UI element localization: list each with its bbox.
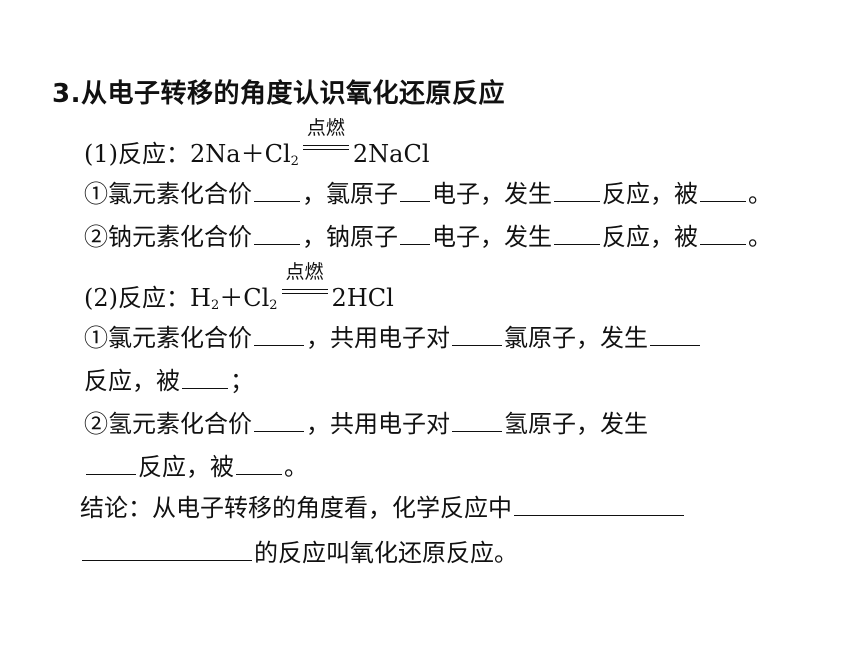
- question-2-2: ②氢元素化合价 ，共用电子对 氢原子，发生: [84, 408, 648, 440]
- answer-blank[interactable]: [700, 179, 746, 202]
- q21-text-c: 氯原子，发生: [504, 324, 648, 352]
- answer-blank[interactable]: [182, 366, 228, 389]
- question-1-2: ②钠元素化合价 ，钠原子 电子，发生 反应，被 。: [84, 221, 772, 253]
- answer-blank[interactable]: [554, 222, 600, 245]
- reaction-2-arrow: 点燃: [280, 261, 330, 306]
- question-2-2-cont: 反应，被 。: [84, 451, 308, 483]
- reaction-1-arrow: 点燃: [301, 117, 351, 162]
- reaction-1-product: 2NaCl: [352, 140, 430, 168]
- reaction-2-h-subscript: 2: [210, 298, 220, 313]
- reaction-1: (1)反应：2Na＋Cl2 点燃 2NaCl: [84, 117, 430, 178]
- q12-text-d: 反应，被: [602, 223, 698, 251]
- reaction-2-plus-cl: ＋Cl: [219, 284, 270, 312]
- answer-blank[interactable]: [82, 538, 252, 561]
- answer-blank[interactable]: [254, 409, 304, 432]
- answer-blank[interactable]: [700, 222, 746, 245]
- answer-blank[interactable]: [554, 179, 600, 202]
- q21-text-b: ，共用电子对: [306, 324, 450, 352]
- reaction-1-reactants: 2Na＋Cl: [190, 140, 291, 168]
- section-title: 3.从电子转移的角度认识氧化还原反应: [52, 79, 505, 109]
- conclusion-text-b: 的反应叫氧化还原反应。: [254, 539, 518, 567]
- answer-blank[interactable]: [254, 323, 304, 346]
- q11-text-e: 。: [748, 180, 772, 208]
- answer-blank[interactable]: [400, 179, 430, 202]
- question-1-1: ①氯元素化合价 ，氯原子 电子，发生 反应，被 。: [84, 178, 772, 210]
- reaction-1-label: (1)反应：: [84, 140, 190, 168]
- q21b-text-a: 反应，被: [84, 367, 180, 395]
- q12-text-e: 。: [748, 223, 772, 251]
- answer-blank[interactable]: [86, 452, 136, 475]
- reaction-1-condition: 点燃: [306, 117, 345, 139]
- reaction-2-product: 2HCl: [331, 284, 394, 312]
- q22-text-a: ②氢元素化合价: [84, 410, 252, 438]
- answer-blank[interactable]: [452, 409, 502, 432]
- q22-text-c: 氢原子，发生: [504, 410, 648, 438]
- q11-text-d: 反应，被: [602, 180, 698, 208]
- q11-text-c: 电子，发生: [432, 180, 552, 208]
- answer-blank[interactable]: [452, 323, 502, 346]
- conclusion-text-a: 结论：从电子转移的角度看，化学反应中: [80, 494, 512, 522]
- reaction-1-cl-subscript: 2: [290, 154, 299, 169]
- answer-blank[interactable]: [514, 493, 684, 516]
- reaction-2-condition: 点燃: [285, 261, 324, 283]
- q21-text-a: ①氯元素化合价: [84, 324, 252, 352]
- q11-text-a: ①氯元素化合价: [84, 180, 252, 208]
- q12-text-c: 电子，发生: [432, 223, 552, 251]
- q22b-text-a: 反应，被: [138, 453, 234, 481]
- answer-blank[interactable]: [254, 179, 300, 202]
- q12-text-b: ，钠原子: [302, 223, 398, 251]
- reaction-2-h: H: [190, 284, 211, 312]
- q22b-text-b: 。: [284, 453, 308, 481]
- answer-blank[interactable]: [236, 452, 282, 475]
- q11-text-b: ，氯原子: [302, 180, 398, 208]
- conclusion-line-1: 结论：从电子转移的角度看，化学反应中: [80, 492, 686, 524]
- question-2-1-cont: 反应，被 ；: [84, 365, 254, 397]
- q22-text-b: ，共用电子对: [306, 410, 450, 438]
- conclusion-line-2: 的反应叫氧化还原反应。: [80, 537, 518, 569]
- q12-text-a: ②钠元素化合价: [84, 223, 252, 251]
- answer-blank[interactable]: [254, 222, 300, 245]
- answer-blank[interactable]: [400, 222, 430, 245]
- question-2-1: ①氯元素化合价 ，共用电子对 氯原子，发生: [84, 322, 702, 354]
- q21b-text-b: ；: [230, 367, 254, 395]
- reaction-2-cl-subscript: 2: [269, 298, 278, 313]
- answer-blank[interactable]: [650, 323, 700, 346]
- reaction-2-label: (2)反应：: [84, 284, 190, 312]
